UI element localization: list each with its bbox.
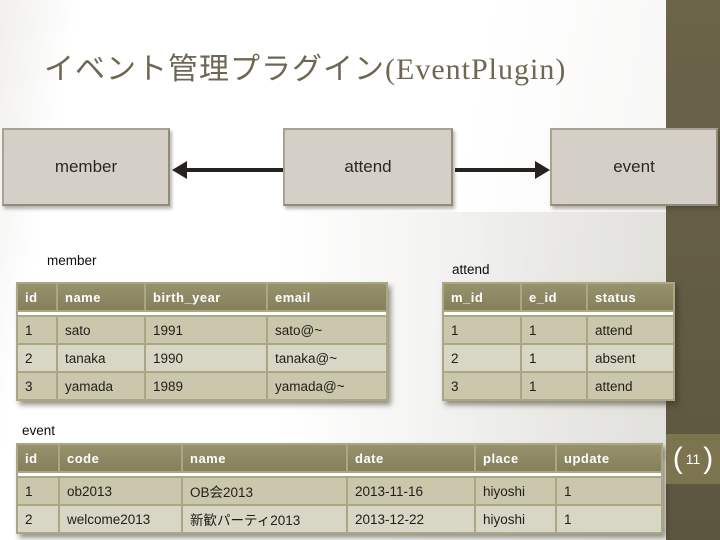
attend-col-e-id: e_id <box>522 284 586 310</box>
attend-table-header-row: m_id e_id status <box>444 284 673 310</box>
diagram-box-attend: attend <box>283 128 453 206</box>
attend-col-m-id: m_id <box>444 284 520 310</box>
page-number: 11 <box>685 451 701 467</box>
cell-name: 新歓パーティ2013 <box>183 506 346 532</box>
cell-birth-year: 1991 <box>146 317 266 343</box>
event-col-update: update <box>557 445 661 471</box>
cell-id: 2 <box>18 506 58 532</box>
cell-status: absent <box>588 345 673 371</box>
arrow-attend-to-event-icon <box>455 161 550 179</box>
event-table-label: event <box>22 423 56 438</box>
cell-e-id: 1 <box>522 317 586 343</box>
cell-m-id: 1 <box>444 317 520 343</box>
cell-e-id: 1 <box>522 345 586 371</box>
cell-id: 1 <box>18 317 56 343</box>
cell-birth-year: 1990 <box>146 345 266 371</box>
cell-email: yamada@~ <box>268 373 386 399</box>
table-row: 1 1 attend <box>444 317 673 343</box>
event-col-id: id <box>18 445 58 471</box>
event-col-place: place <box>476 445 555 471</box>
cell-m-id: 2 <box>444 345 520 371</box>
cell-update: 1 <box>557 506 661 532</box>
page-number-badge: ( 11 ) <box>666 434 720 484</box>
header-separator <box>444 312 673 315</box>
cell-code: welcome2013 <box>60 506 181 532</box>
table-row: 1 sato 1991 sato@~ <box>18 317 386 343</box>
cell-status: attend <box>588 373 673 399</box>
cell-update: 1 <box>557 478 661 504</box>
event-table: id code name date place update 1 ob2013 … <box>16 443 663 534</box>
cell-id: 1 <box>18 478 58 504</box>
cell-place: hiyoshi <box>476 478 555 504</box>
member-col-birth-year: birth_year <box>146 284 266 310</box>
cell-e-id: 1 <box>522 373 586 399</box>
cell-name: OB会2013 <box>183 478 346 504</box>
member-col-email: email <box>268 284 386 310</box>
table-row: 1 ob2013 OB会2013 2013-11-16 hiyoshi 1 <box>18 478 661 504</box>
member-table-header-row: id name birth_year email <box>18 284 386 310</box>
table-row: 2 1 absent <box>444 345 673 371</box>
diagram-box-event-label: event <box>613 157 655 176</box>
bracket-right-icon: ) <box>703 442 714 475</box>
attend-table-label: attend <box>452 262 490 277</box>
cell-id: 2 <box>18 345 56 371</box>
header-separator <box>18 312 386 315</box>
header-separator <box>18 473 661 476</box>
diagram-box-event: event <box>550 128 718 206</box>
arrow-head-left-icon <box>172 161 187 179</box>
attend-table: m_id e_id status 1 1 attend 2 1 absent 3… <box>442 282 675 401</box>
cell-birth-year: 1989 <box>146 373 266 399</box>
cell-name: tanaka <box>58 345 144 371</box>
arrow-shaft <box>455 168 540 172</box>
cell-name: yamada <box>58 373 144 399</box>
table-row: 2 tanaka 1990 tanaka@~ <box>18 345 386 371</box>
arrow-head-right-icon <box>535 161 550 179</box>
table-row: 3 1 attend <box>444 373 673 399</box>
attend-col-status: status <box>588 284 673 310</box>
member-col-id: id <box>18 284 56 310</box>
cell-email: sato@~ <box>268 317 386 343</box>
diagram-box-member: member <box>2 128 170 206</box>
member-table-label: member <box>47 253 97 268</box>
event-col-name: name <box>183 445 346 471</box>
diagram-box-attend-label: attend <box>344 157 392 176</box>
event-col-code: code <box>60 445 181 471</box>
cell-m-id: 3 <box>444 373 520 399</box>
event-col-date: date <box>348 445 474 471</box>
diagram-box-member-label: member <box>54 157 118 176</box>
member-table: id name birth_year email 1 sato 1991 sat… <box>16 282 388 401</box>
table-row: 2 welcome2013 新歓パーティ2013 2013-12-22 hiyo… <box>18 506 661 532</box>
arrow-attend-to-member-icon <box>172 161 283 179</box>
arrow-shaft <box>182 168 283 172</box>
cell-name: sato <box>58 317 144 343</box>
table-row: 3 yamada 1989 yamada@~ <box>18 373 386 399</box>
cell-code: ob2013 <box>60 478 181 504</box>
cell-id: 3 <box>18 373 56 399</box>
cell-status: attend <box>588 317 673 343</box>
cell-date: 2013-12-22 <box>348 506 474 532</box>
bracket-left-icon: ( <box>672 442 683 475</box>
event-table-header-row: id code name date place update <box>18 445 661 471</box>
cell-email: tanaka@~ <box>268 345 386 371</box>
member-col-name: name <box>58 284 144 310</box>
cell-place: hiyoshi <box>476 506 555 532</box>
cell-date: 2013-11-16 <box>348 478 474 504</box>
slide-title: イベント管理プラグイン(EventPlugin) <box>44 53 567 86</box>
